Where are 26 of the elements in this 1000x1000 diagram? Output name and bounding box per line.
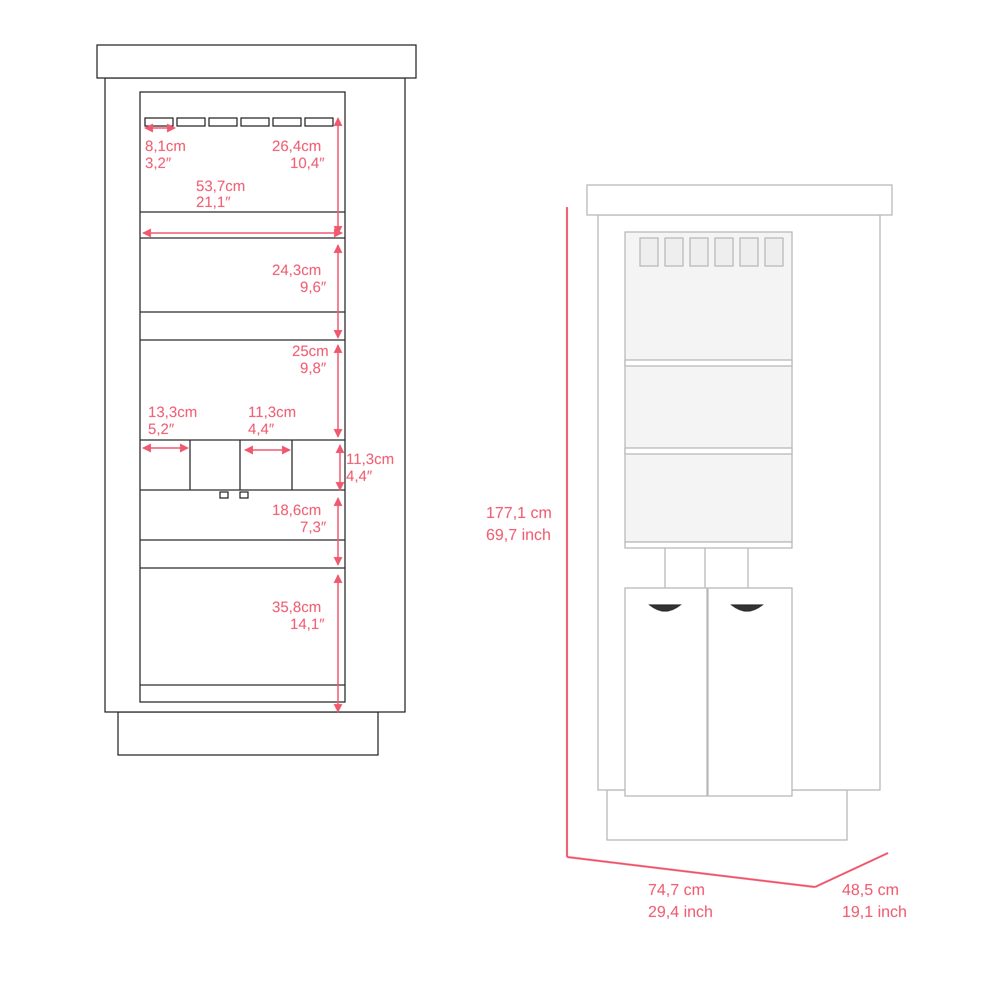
- dimension-label: 69,7 inch: [486, 527, 551, 545]
- dimension-label: 3,2″: [145, 155, 172, 172]
- dimension-label: 26,4cm: [272, 138, 322, 155]
- dimension-label: 13,3cm: [148, 404, 198, 421]
- dimension-label: 18,6cm: [272, 502, 322, 519]
- dimension-label: 4,4″: [346, 468, 372, 485]
- dimension-label: 11,3cm: [346, 451, 394, 468]
- dimension-label: 24,3cm: [272, 262, 322, 279]
- dimension-label: 29,4 inch: [648, 904, 713, 922]
- dimension-label: 14,1″: [290, 616, 325, 633]
- dimension-label: 9,6″: [300, 279, 326, 296]
- dimension-label: 10,4″: [290, 155, 325, 172]
- dimension-label: 4,4″: [248, 421, 274, 438]
- dimension-label: 9,8″: [300, 360, 326, 377]
- dimension-label: 19,1 inch: [842, 904, 907, 922]
- dimension-label: 7,3″: [300, 519, 326, 536]
- dimension-label: 53,7cm: [196, 178, 246, 195]
- dimension-label: 5,2″: [148, 421, 174, 438]
- dimension-label: 48,5 cm: [842, 882, 899, 900]
- dimension-label: 25cm: [292, 343, 329, 360]
- dimension-label: 35,8cm: [272, 599, 322, 616]
- dimension-label: 21,1″: [196, 194, 231, 211]
- dimension-label: 74,7 cm: [648, 882, 705, 900]
- dimension-label: 177,1 cm: [486, 505, 552, 523]
- dimension-label: 8,1cm: [145, 138, 186, 155]
- dimension-label: 11,3cm: [248, 404, 296, 421]
